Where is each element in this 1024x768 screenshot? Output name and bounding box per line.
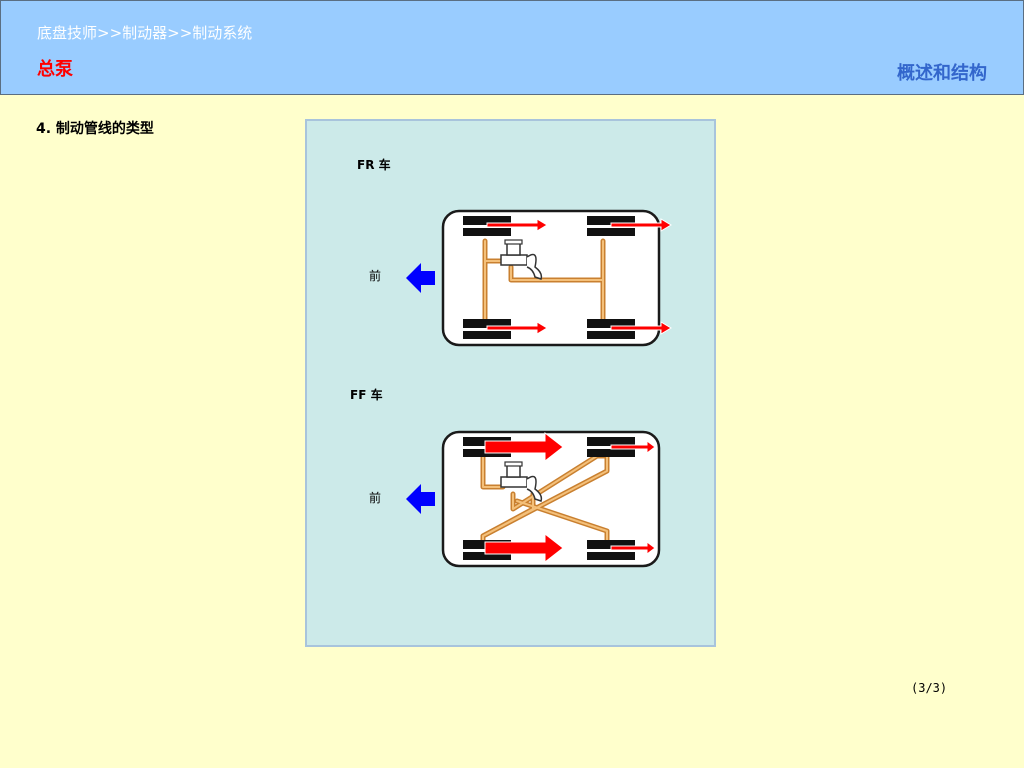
ff-master-cylinder-icon xyxy=(500,461,543,502)
content-heading: 4. 制动管线的类型 xyxy=(36,121,154,137)
ff-force-arrows xyxy=(484,431,656,564)
ff-front-arrow-icon xyxy=(406,484,435,514)
fr-force-arrows xyxy=(486,218,672,335)
page-subtitle: 总泵 xyxy=(37,59,73,80)
ff-front-label: 前 xyxy=(369,490,381,505)
fr-car-title: FR 车 xyxy=(357,157,391,172)
brake-line-diagram: FR 车 前 xyxy=(350,157,672,568)
breadcrumb[interactable]: 底盘技师>>制动器>>制动系统 xyxy=(37,24,253,42)
page-number: (3/3) xyxy=(911,681,948,695)
section-title[interactable]: 概述和结构 xyxy=(897,63,987,84)
fr-front-label: 前 xyxy=(369,268,381,283)
ff-car-title: FF 车 xyxy=(350,387,383,402)
fr-front-arrow-icon xyxy=(406,263,435,293)
fr-master-cylinder-icon xyxy=(500,239,543,280)
header-bar: 底盘技师>>制动器>>制动系统 总泵 概述和结构 xyxy=(0,0,1024,95)
brake-line-diagram-panel: FR 车 前 xyxy=(305,119,716,647)
